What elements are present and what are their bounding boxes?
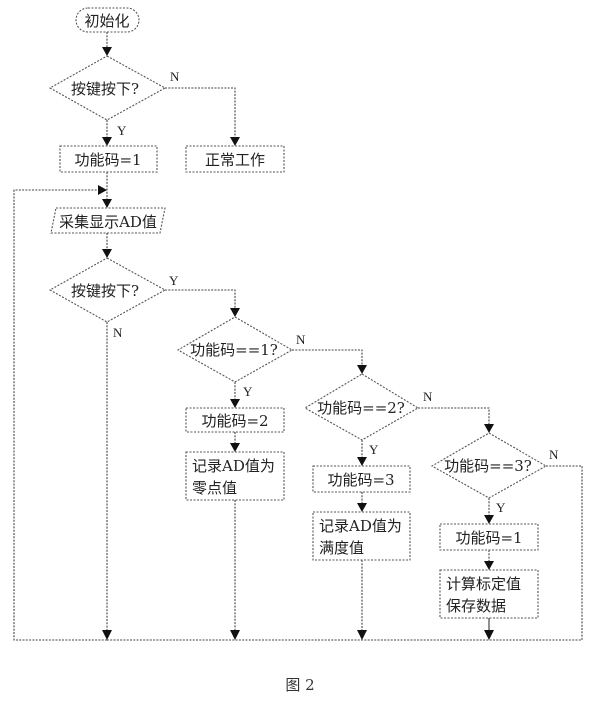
edge-label-yes: Y [496, 500, 506, 515]
edge-key-check-2-yes [165, 289, 236, 311]
process-set-code-3-label: 功能码=3 [327, 471, 394, 489]
edge-code-eq-2-no [418, 407, 490, 427]
decision-key-pressed-1-label: 按键按下? [71, 80, 139, 98]
arrowhead [357, 503, 367, 512]
io-acquire-display-label: 采集显示AD值 [59, 213, 157, 231]
arrowhead [357, 457, 367, 466]
process-calc-save-line1: 计算标定值 [446, 575, 521, 593]
process-normal-work [185, 145, 285, 173]
arrowhead [230, 137, 240, 146]
process-set-code-3 [312, 465, 411, 493]
edge-label-no: N [549, 447, 559, 462]
process-set-code-2-label: 功能码=2 [201, 412, 268, 430]
edge-key-check-1-no [165, 87, 236, 140]
edge-code-eq-1-no [292, 349, 363, 368]
decision-key-pressed-2 [48, 257, 167, 323]
arrowhead [102, 137, 112, 146]
arrowhead [102, 47, 112, 56]
decision-key-pressed-2-label: 按键按下? [71, 282, 139, 300]
process-record-full-line2: 满度值 [319, 539, 364, 557]
arrowhead [98, 185, 107, 195]
process-set-code-1-init-label: 功能码=1 [74, 151, 141, 169]
process-set-code-1-final-label: 功能码=1 [455, 529, 522, 547]
process-calc-save [439, 569, 539, 619]
start-terminal [75, 7, 140, 33]
arrowhead [484, 561, 494, 570]
process-record-zero-line1: 记录AD值为 [192, 457, 275, 475]
arrowhead [230, 399, 240, 408]
edge-loop-back [13, 189, 107, 641]
arrowhead [484, 515, 494, 524]
arrowhead [357, 630, 367, 640]
edge-label-yes: Y [369, 442, 379, 457]
decision-code-eq-1-label: 功能码==1? [190, 341, 278, 359]
start-label: 初始化 [84, 12, 129, 30]
process-set-code-1-init [59, 145, 158, 173]
arrowhead [230, 443, 240, 452]
decision-code-eq-1 [176, 316, 294, 383]
arrowhead [357, 365, 367, 374]
process-record-full [312, 511, 411, 561]
arrowhead [102, 199, 112, 208]
edge-label-no: N [113, 325, 123, 340]
edge-label-yes: Y [243, 384, 253, 399]
edge-label-no: N [296, 332, 306, 347]
edge-label-no: N [170, 69, 180, 84]
edge-code-eq-3-no [107, 465, 583, 641]
process-normal-work-label: 正常工作 [205, 151, 265, 169]
edge-label-yes: Y [117, 123, 127, 138]
process-calc-save-line2: 保存数据 [446, 597, 506, 615]
edge-label-no: N [423, 389, 433, 404]
arrowhead [102, 630, 112, 640]
decision-code-eq-2-label: 功能码==2? [317, 399, 405, 417]
arrowhead [484, 424, 494, 433]
arrowhead [230, 308, 240, 317]
decision-code-eq-3-label: 功能码==3? [444, 457, 532, 475]
process-record-full-line1: 记录AD值为 [319, 517, 402, 535]
decision-key-pressed-1 [48, 55, 167, 121]
process-set-code-1-final [439, 523, 539, 551]
process-record-zero [185, 451, 285, 501]
decision-code-eq-2 [303, 373, 420, 441]
figure-caption: 图 2 [285, 676, 314, 694]
edge-label-yes: Y [169, 273, 179, 288]
io-acquire-display [50, 207, 166, 234]
process-set-code-2 [185, 407, 285, 433]
decision-code-eq-3 [430, 432, 548, 499]
arrowhead [230, 630, 240, 640]
arrowhead [102, 249, 112, 258]
process-record-zero-line2: 零点值 [192, 479, 237, 497]
arrowhead [484, 630, 494, 640]
